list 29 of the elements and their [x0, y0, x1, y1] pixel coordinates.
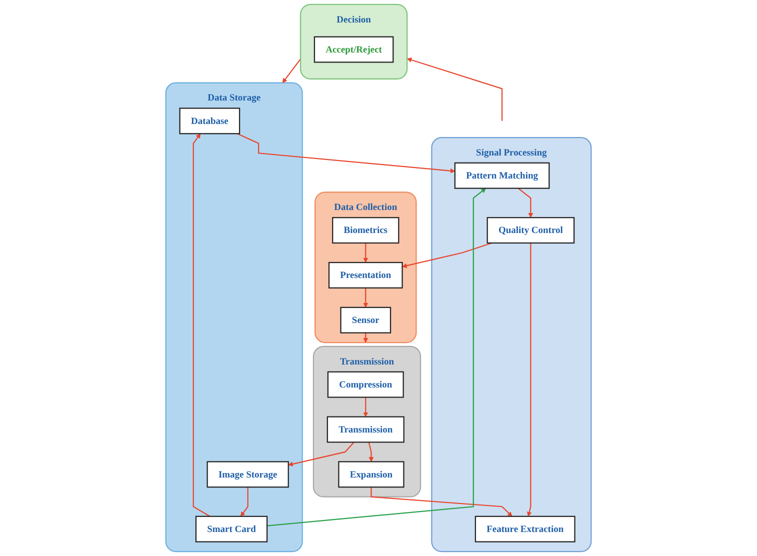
- arrow: [406, 58, 503, 121]
- arrow: [526, 243, 532, 517]
- node-box: Accept/Reject: [314, 36, 394, 63]
- node-box: Image Storage: [206, 461, 289, 488]
- node-box: Quality Control: [486, 217, 575, 244]
- arrow: [402, 242, 492, 268]
- arrow: [363, 397, 368, 418]
- node-box: Database: [179, 108, 240, 134]
- arrow: [266, 188, 486, 526]
- node-box: Smart Card: [195, 516, 268, 542]
- arrow: [288, 442, 354, 466]
- arrow: [370, 487, 512, 517]
- node-box: Biometrics: [332, 217, 400, 244]
- arrow: [363, 243, 368, 263]
- node-box: Sensor: [340, 306, 392, 334]
- arrow: [363, 288, 368, 308]
- node-box: Expansion: [338, 461, 404, 488]
- node-box: Compression: [327, 371, 404, 398]
- arrow: [518, 188, 534, 218]
- arrow: [363, 332, 368, 343]
- node-box: Transmission: [326, 416, 404, 443]
- node-box: Pattern Matching: [454, 162, 550, 189]
- node-box: Feature Extraction: [474, 516, 576, 542]
- arrow: [240, 487, 248, 517]
- node-box: Presentation: [328, 262, 403, 288]
- arrow: [368, 442, 374, 462]
- arrow: [192, 133, 210, 517]
- arrow: [237, 133, 456, 174]
- arrow: [282, 58, 301, 84]
